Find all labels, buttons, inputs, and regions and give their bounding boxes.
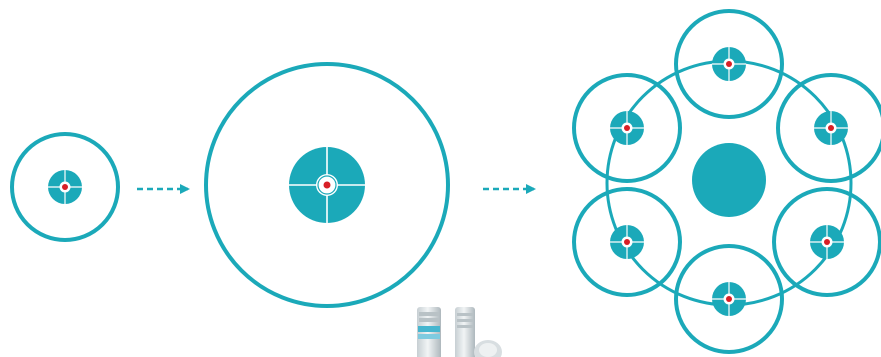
- cluster-node-3: [774, 189, 880, 295]
- cluster-node-5: [574, 189, 680, 295]
- crosshair-target-icon: [289, 147, 365, 223]
- filled-circle-icon: [692, 143, 766, 217]
- stage-2-coverage: [206, 64, 448, 306]
- crosshair-target-icon: [48, 170, 82, 204]
- crosshair-target-icon: [712, 282, 746, 316]
- stage-1-coverage: [12, 134, 118, 240]
- crosshair-target-icon: [610, 111, 644, 145]
- cluster-node-2: [778, 75, 881, 181]
- cluster-node-1: [676, 11, 782, 117]
- crosshair-target-icon: [610, 225, 644, 259]
- crosshair-target-icon: [814, 111, 848, 145]
- crosshair-target-icon: [810, 225, 844, 259]
- fiber-optic-connector-icon: [417, 307, 502, 357]
- stage-3-cluster: [574, 11, 881, 352]
- crosshair-target-icon: [712, 47, 746, 81]
- cluster-node-6: [574, 75, 680, 181]
